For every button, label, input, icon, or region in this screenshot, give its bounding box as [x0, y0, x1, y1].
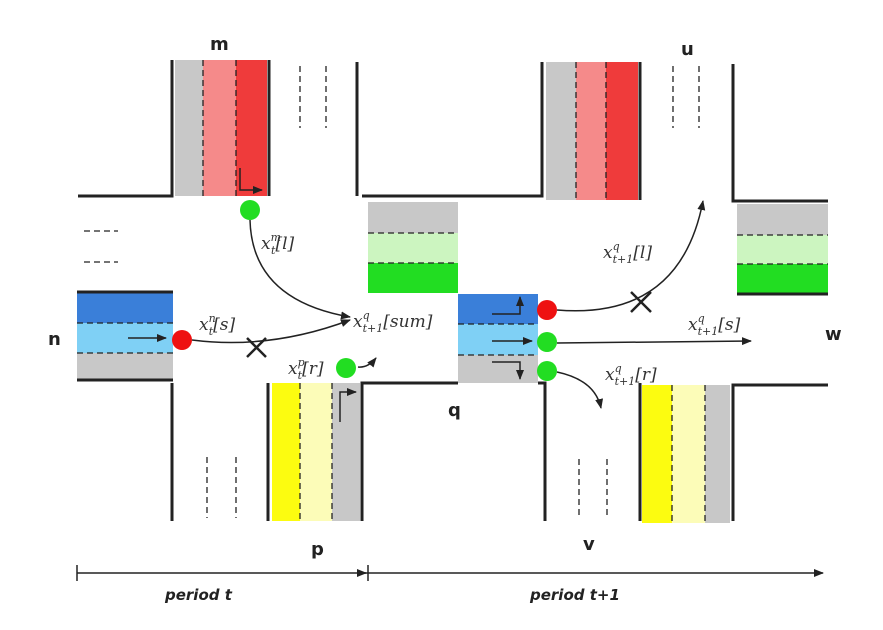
road-edges [77, 60, 828, 521]
lane-dividers [77, 60, 828, 523]
signal-p-right-green [336, 358, 356, 378]
node-label-m: m [210, 34, 229, 55]
node-label-v: v [583, 534, 595, 555]
signal-q-left-red [537, 300, 557, 320]
node-label-p: p [311, 539, 324, 560]
m-approach-lanes [175, 60, 267, 196]
period-t-plus-1-label: period t+1 [529, 586, 620, 604]
period-t-label: period t [164, 586, 233, 604]
middle-green-lanes [368, 202, 458, 293]
signal-n-straight-red [172, 330, 192, 350]
node-label-w: w [825, 324, 842, 345]
w-approach-lanes [737, 204, 828, 294]
node-label-n: n [48, 329, 61, 350]
blocked-flow-cross-q [630, 291, 652, 313]
q-approach-lanes [458, 294, 538, 383]
signal-m-left-green [240, 200, 260, 220]
n-approach-lanes [77, 292, 173, 380]
node-label-u: u [681, 39, 694, 60]
signal-q-straight-green [537, 332, 557, 352]
v-approach-lanes [642, 385, 730, 523]
timeline [76, 565, 824, 581]
node-label-q: q [448, 400, 461, 421]
u-approach-lanes [546, 62, 638, 200]
turn-indicators [128, 168, 533, 422]
p-approach-lanes [272, 383, 360, 521]
flow-curves [191, 200, 752, 409]
signal-q-right-green [537, 361, 557, 381]
blocked-flow-cross-n [246, 337, 267, 358]
